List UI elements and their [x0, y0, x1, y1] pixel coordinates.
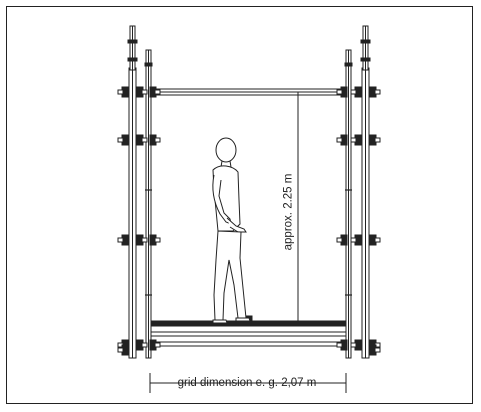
coupler — [136, 234, 148, 246]
coupler — [336, 339, 348, 351]
coupler — [117, 344, 129, 356]
coupler — [369, 344, 381, 356]
coupler — [117, 134, 129, 146]
person-figure — [212, 137, 251, 324]
coupler-group — [117, 86, 381, 356]
coupler — [117, 234, 129, 246]
coupler — [350, 234, 362, 246]
coupler — [369, 234, 381, 246]
height-dimension-line — [293, 91, 303, 322]
coupler — [350, 86, 362, 98]
coupler — [336, 134, 348, 146]
coupler — [369, 86, 381, 98]
coupler — [149, 86, 161, 98]
left-inner-standard — [144, 49, 153, 359]
height-dimension-label: approx. 2.25 m — [282, 173, 295, 251]
coupler — [149, 134, 161, 146]
coupler — [117, 86, 129, 98]
left-outer-standard — [127, 25, 138, 359]
coupler — [350, 339, 362, 351]
coupler — [350, 134, 362, 146]
coupler — [136, 339, 148, 351]
coupler — [149, 234, 161, 246]
width-dimension-label: grid dimension e. g. 2,07 m — [177, 377, 317, 389]
top-guard-rail — [150, 88, 347, 96]
width-dimension-line — [149, 373, 347, 393]
right-inner-standard — [344, 49, 353, 359]
coupler — [336, 86, 348, 98]
coupler — [136, 134, 148, 146]
right-outer-standard — [360, 25, 371, 359]
coupler — [336, 234, 348, 246]
scaffold-deck — [150, 315, 347, 347]
coupler — [149, 339, 161, 351]
coupler — [136, 86, 148, 98]
coupler — [369, 134, 381, 146]
standard-ticks — [145, 189, 352, 296]
